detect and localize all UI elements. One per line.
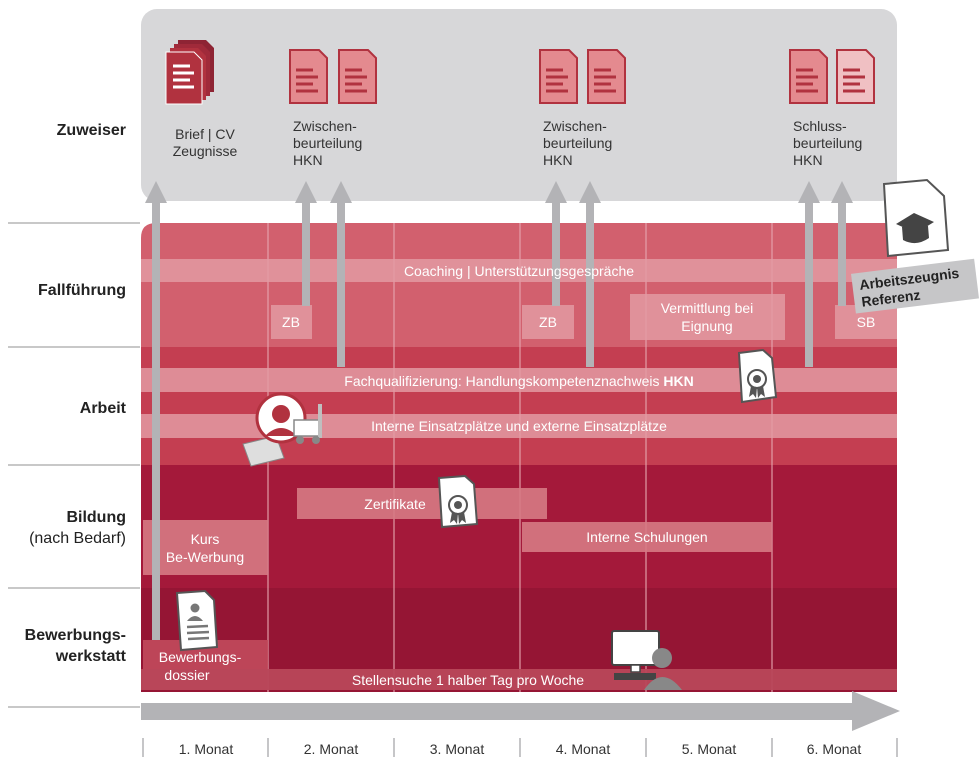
- row-label-zuweiser: Zuweiser: [0, 120, 126, 141]
- stellensuche-bar: [141, 669, 897, 690]
- hkn-label-bold: HKN: [663, 373, 693, 389]
- doc-icon-3a: [539, 49, 578, 104]
- doc2-text-l2: beurteilung: [293, 135, 362, 151]
- zertifikate-label: Zertifikate: [364, 496, 426, 512]
- doc3-text-l1: Zwischen-: [543, 118, 607, 134]
- vermittlung-box: [630, 294, 785, 340]
- schulungen-label: Interne Schulungen: [586, 529, 707, 545]
- computer-user-icon: [611, 630, 682, 690]
- up-arrows: [145, 181, 853, 640]
- dossier-label-l2: dossier: [164, 667, 209, 683]
- doc3-text-l3: HKN: [543, 152, 573, 168]
- coaching-label: Coaching | Unterstützungsgespräche: [404, 263, 634, 279]
- row-bildung-subtext: (nach Bedarf): [29, 530, 126, 547]
- arrow-zb1-a: [295, 181, 317, 306]
- kurs-label-l2: Be-Werbung: [166, 549, 244, 565]
- sb-label: SB: [857, 314, 876, 330]
- doc-icon-2a: [289, 49, 328, 104]
- month-ticks: [142, 738, 898, 757]
- doc-stack-icon: [165, 40, 214, 105]
- row-label-bewerbung: Bewerbungs- werkstatt: [0, 625, 126, 667]
- arrow-zb2-a: [545, 181, 567, 306]
- arrow-zb1-b: [330, 181, 352, 367]
- row-arbeit-text: Arbeit: [79, 400, 126, 417]
- einsatz-label: Interne Einsatzplätze und externe Einsat…: [371, 418, 667, 434]
- doc4-text-l1: Schluss-: [793, 118, 847, 134]
- arrow-sb-a: [798, 181, 820, 367]
- report-doc-icons: [289, 49, 875, 104]
- dossier-doc-icon: [175, 589, 219, 652]
- doc1-text-l2: Zeugnisse: [173, 143, 238, 159]
- schulungen-bar: [522, 522, 772, 552]
- month-label-4: 4. Monat: [556, 741, 611, 757]
- certificate-icon-hkn: [737, 348, 778, 404]
- certificate-icon-zertifikate: [437, 474, 479, 529]
- doc3-text-l2: beurteilung: [543, 135, 612, 151]
- doc-icon-4b: [836, 49, 875, 104]
- badge-line2: Referenz: [861, 287, 922, 310]
- row-fallfuehrung-text: Fallführung: [38, 282, 126, 299]
- doc4-text-l3: HKN: [793, 152, 823, 168]
- hkn-label-prefix: Fachqualifizierung: Handlungskompetenzna…: [344, 373, 663, 389]
- month-label-2: 2. Monat: [304, 741, 359, 757]
- doc-icon-2b: [338, 49, 377, 104]
- hkn-label: Fachqualifizierung: Handlungskompetenzna…: [344, 373, 693, 389]
- coaching-bar: [141, 259, 897, 282]
- arrow-sb-b: [831, 181, 853, 306]
- graduation-cap-icon: [896, 213, 934, 244]
- kurs-label-l1: Kurs: [191, 531, 220, 547]
- doc-icon-4a: [789, 49, 828, 104]
- doc1-text-l1: Brief | CV: [175, 126, 235, 142]
- vermittlung-label-l2: Eignung: [681, 318, 732, 334]
- month-label-6: 6. Monat: [807, 741, 862, 757]
- dossier-label-l1: Bewerbungs-: [159, 649, 242, 665]
- doc2-text-l1: Zwischen-: [293, 118, 357, 134]
- forklift-worker-icon: [242, 392, 322, 467]
- row-label-arbeit: Arbeit: [0, 398, 126, 419]
- zertifikate-bar: [297, 488, 547, 519]
- row-label-fallfuehrung: Fallführung: [0, 280, 126, 301]
- zuweiser-panel: [141, 9, 897, 201]
- row-zuweiser-text: Zuweiser: [56, 122, 126, 139]
- zb1-label: ZB: [282, 314, 300, 330]
- arrow-month1: [145, 181, 167, 640]
- zb2-box: [522, 305, 574, 339]
- row-bildung-text: Bildung: [66, 509, 126, 526]
- month-label-3: 3. Monat: [430, 741, 485, 757]
- zb2-label: ZB: [539, 314, 557, 330]
- row-bewerbung-text2: werkstatt: [55, 648, 126, 665]
- timeline-arrow: [141, 691, 900, 731]
- row-bewerbung-text1: Bewerbungs-: [24, 627, 126, 644]
- kurs-box: [143, 520, 268, 575]
- doc-icon-3b: [587, 49, 626, 104]
- arrow-zb2-b: [579, 181, 601, 367]
- stellensuche-label: Stellensuche 1 halber Tag pro Woche: [352, 672, 584, 688]
- arbeitszeugnis-badge: Arbeitszeugnis Referenz: [851, 178, 979, 314]
- month-label-1: 1. Monat: [179, 741, 234, 757]
- row-separators: [8, 222, 140, 708]
- row-label-bildung: Bildung (nach Bedarf): [0, 507, 126, 549]
- vermittlung-label-l1: Vermittlung bei: [661, 300, 754, 316]
- doc2-text-l3: HKN: [293, 152, 323, 168]
- month-label-5: 5. Monat: [682, 741, 737, 757]
- doc4-text-l2: beurteilung: [793, 135, 862, 151]
- zb1-box: [271, 305, 312, 339]
